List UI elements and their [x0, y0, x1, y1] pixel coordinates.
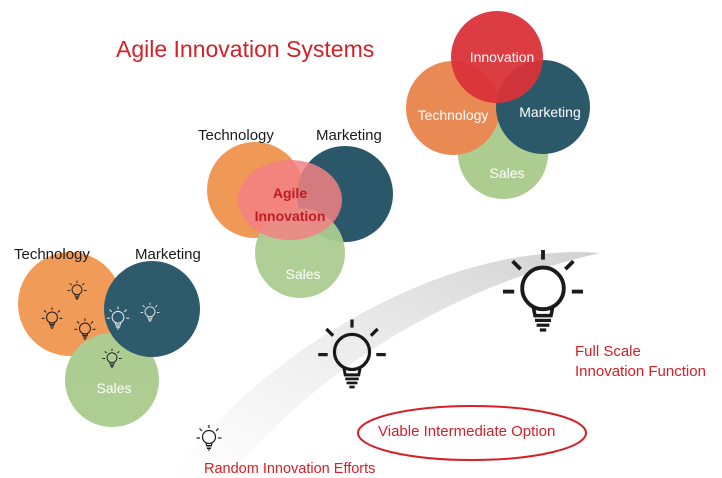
random-marketing-label: Marketing: [135, 246, 201, 263]
full-scale-label-line1: Full Scale: [575, 343, 641, 360]
random-sales-label: Sales: [96, 380, 131, 396]
full-sales-label: Sales: [489, 165, 524, 181]
innovation-circle: [451, 11, 543, 103]
full-scale-label-line2: Innovation Function: [575, 363, 706, 380]
venn-agile: [207, 142, 393, 298]
intermediate-option-outline: [357, 405, 587, 461]
page-title: Agile Innovation Systems: [116, 36, 375, 62]
full-technology-label: Technology: [418, 107, 489, 123]
agile-innovation-circle: [238, 160, 342, 240]
random-efforts-label: Random Innovation Efforts: [204, 461, 376, 477]
agile-marketing-label: Marketing: [316, 127, 382, 144]
venn-full: [406, 11, 590, 199]
agile-center-line1: Agile: [273, 185, 307, 201]
agile-technology-label: Technology: [198, 127, 274, 144]
progress-swoosh: [170, 252, 600, 478]
marketing-circle: [104, 261, 200, 357]
full-innovation-label: Innovation: [470, 49, 535, 65]
venn-random: [18, 252, 200, 427]
intermediate-option-label: Viable Intermediate Option: [378, 423, 556, 440]
technology-circle: [18, 252, 122, 356]
agile-center-line2: Innovation: [255, 208, 326, 224]
full-marketing-label: Marketing: [519, 104, 580, 120]
sales-circle: [65, 333, 159, 427]
agile-sales-label: Sales: [285, 266, 320, 282]
random-technology-label: Technology: [14, 246, 90, 263]
